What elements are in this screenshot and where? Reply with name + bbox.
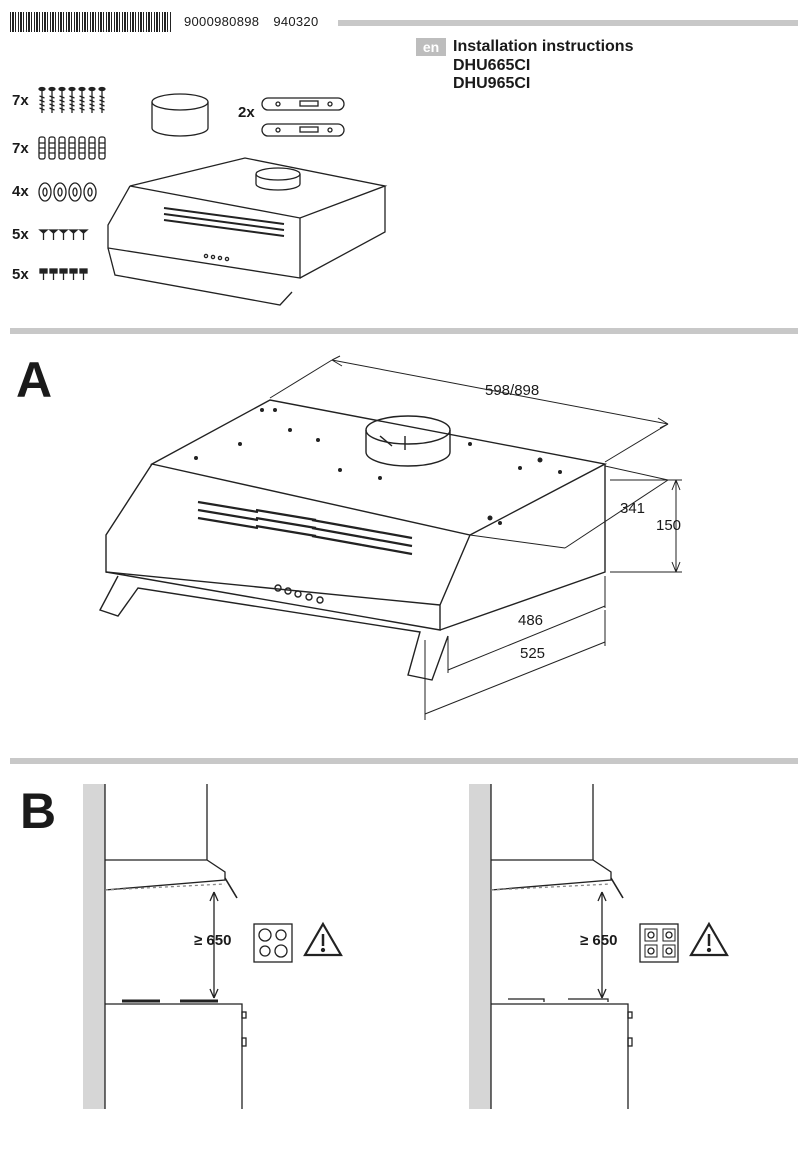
language-badge: en [416, 38, 446, 56]
accessories-drawing [38, 86, 388, 306]
wall-plugs-icon [38, 136, 106, 160]
right-clearance-label: ≥ 650 [580, 932, 618, 949]
section-a-label: A [16, 352, 53, 408]
warning-triangle-icon [303, 921, 343, 957]
brackets-quantity: 2x [238, 104, 255, 121]
title-text: Installation instructions [453, 38, 634, 55]
depth-top-dimension-label: 341 [620, 500, 646, 517]
small-screws-a-quantity: 5x [12, 226, 29, 243]
small-screws-a-icon [38, 229, 88, 241]
installation-height-drawing [83, 784, 729, 1109]
hood-dimension-drawing [98, 355, 682, 720]
barcode [10, 12, 172, 32]
duct-adaptor-icon [151, 93, 209, 137]
document-title: Installation instructions DHU665CI DHU96… [453, 38, 633, 94]
depth-outer-dimension-label: 525 [520, 645, 546, 662]
brackets-icon [261, 97, 345, 137]
screws-quantity: 7x [12, 92, 29, 109]
section-b-rule [10, 758, 798, 764]
electric-hob-icon [253, 923, 293, 963]
model-2: DHU965CI [453, 75, 531, 92]
cooker-hood-small-drawing [107, 157, 388, 306]
section-b-label: B [20, 783, 57, 839]
warning-triangle-icon [689, 921, 729, 957]
model-1: DHU665CI [453, 56, 531, 74]
plugs-quantity: 7x [12, 140, 29, 157]
gas-hob-icon [639, 923, 679, 963]
screws-icon [38, 86, 106, 114]
washers-icon [38, 182, 97, 202]
small-screws-b-icon [39, 268, 88, 281]
height-dimension-label: 150 [656, 517, 682, 534]
right-installation-scene [469, 784, 729, 1109]
left-clearance-label: ≥ 650 [194, 932, 232, 949]
width-dimension-label: 598/898 [485, 382, 540, 399]
small-screws-b-quantity: 5x [12, 266, 29, 283]
depth-inner-dimension-label: 486 [518, 612, 544, 629]
left-installation-scene [83, 784, 343, 1109]
header-rule [338, 20, 798, 26]
washers-quantity: 4x [12, 183, 29, 200]
section-a-rule [10, 328, 798, 334]
